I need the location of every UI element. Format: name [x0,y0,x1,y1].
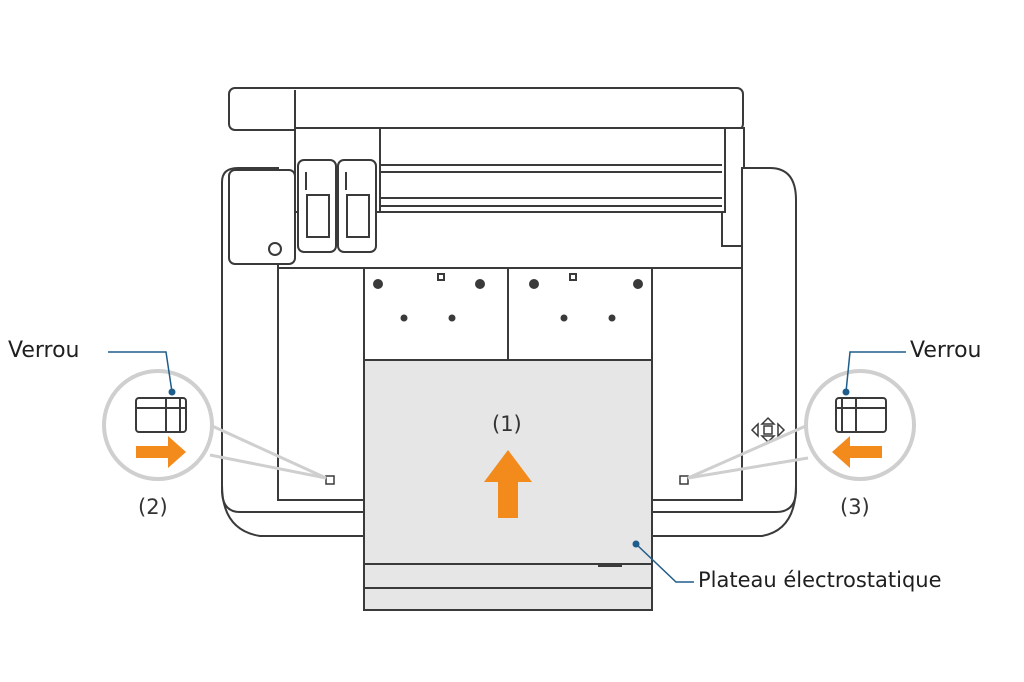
plate-carrier [363,267,653,361]
step-1-label: (1) [492,412,522,436]
arrow-up-icon [484,450,532,518]
step-3-label: (3) [840,495,870,519]
power-button-icon [268,242,282,256]
lock-marker-right [679,475,689,485]
arrow-left-icon [832,436,882,468]
plate-base [363,563,653,611]
lock-marker-left [325,475,335,485]
callout-right [687,351,916,481]
lock-label-right: Verrou [910,338,982,363]
plate-label: Plateau électrostatique [698,568,942,592]
tool-head [228,169,296,265]
lock-label-left: Verrou [8,338,80,363]
callout-left [102,351,327,481]
control-panel [750,416,786,444]
top-rail [228,87,744,131]
step-2-label: (2) [138,495,168,519]
arrow-right-icon [136,436,186,468]
plate-leader [632,540,694,583]
